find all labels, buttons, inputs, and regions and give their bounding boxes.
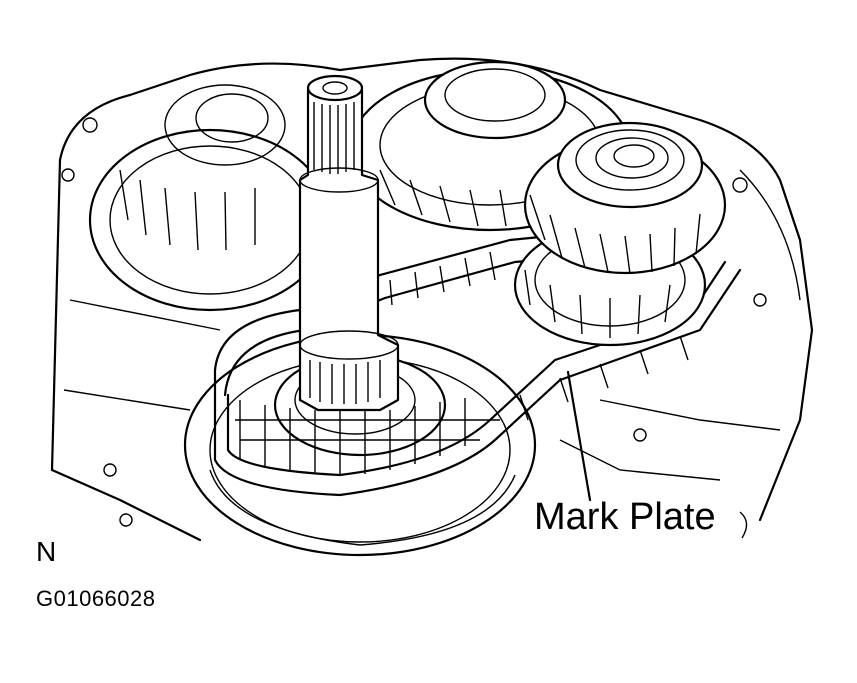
transmission-case [50, 57, 814, 542]
orientation-label: N [36, 536, 57, 567]
rear-gear-left [88, 84, 332, 312]
input-shaft [298, 74, 400, 412]
figure-code: G01066028 [36, 586, 156, 611]
helical-gear [523, 121, 727, 275]
mark-plate-label: Mark Plate [534, 496, 716, 538]
mark-plate-leader [566, 370, 748, 539]
drive-chain [213, 233, 742, 497]
